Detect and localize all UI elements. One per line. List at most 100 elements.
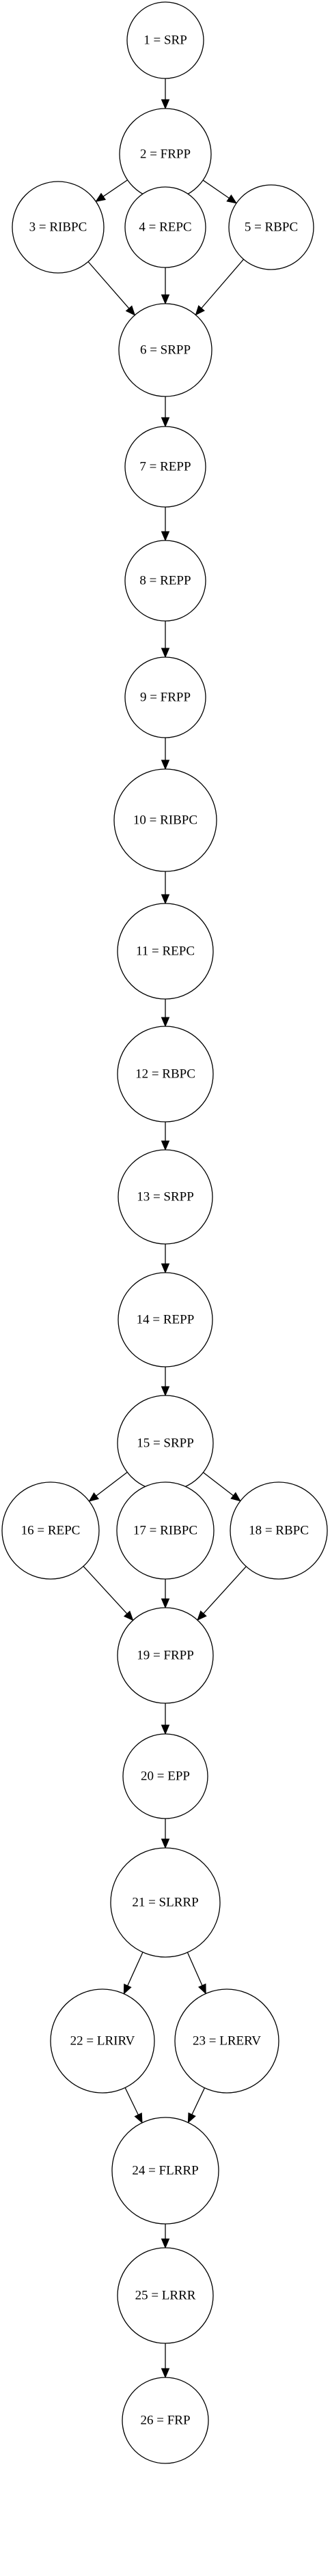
node-label: 9 = FRPP xyxy=(140,691,191,705)
node-circle xyxy=(118,1149,213,1245)
edge-1-to-2 xyxy=(161,78,170,110)
edge-7-to-8 xyxy=(161,507,170,542)
arrowhead-icon xyxy=(161,99,170,110)
arrowhead-icon xyxy=(161,1263,170,1274)
node-5: 5 = RBPC xyxy=(228,184,314,270)
edge-line xyxy=(127,1952,143,1986)
edge-9-to-10 xyxy=(161,738,170,770)
edge-20-to-21 xyxy=(161,1819,170,1849)
node-label: 2 = FRPP xyxy=(140,147,191,162)
node-label: 24 = FLRRP xyxy=(132,2164,198,2178)
arrowhead-icon xyxy=(161,531,170,542)
arrowhead-icon xyxy=(88,1492,100,1502)
node-label: 21 = SLRRP xyxy=(132,1896,198,1910)
node-label: 18 = RBPC xyxy=(249,1524,309,1538)
edge-24-to-25 xyxy=(161,2224,170,2249)
edge-3-to-6 xyxy=(87,261,136,316)
edge-25-to-26 xyxy=(161,2343,170,2379)
edge-line xyxy=(203,1472,234,1496)
node-4: 4 = REPC xyxy=(124,186,206,268)
node-11: 11 = REPC xyxy=(117,903,214,1000)
node-circle xyxy=(174,1988,279,2094)
node-circle xyxy=(117,1026,214,1123)
edge-11-to-12 xyxy=(161,999,170,1028)
node-circle xyxy=(118,303,212,397)
arrowhead-icon xyxy=(123,1983,132,1995)
arrowhead-icon xyxy=(161,294,170,305)
arrowhead-icon xyxy=(95,192,107,202)
node-7: 7 = REPP xyxy=(124,426,206,508)
node-20: 20 = EPP xyxy=(122,1733,208,1819)
edge-line xyxy=(201,259,245,309)
node-circle xyxy=(230,1481,328,1580)
edge-15-to-18 xyxy=(203,1472,241,1502)
node-label: 6 = SRPP xyxy=(140,343,191,358)
node-circle xyxy=(228,184,314,270)
arrowhead-icon xyxy=(161,1017,170,1028)
edge-line xyxy=(203,1566,247,1614)
arrowhead-icon xyxy=(187,2112,196,2124)
node-label: 7 = REPP xyxy=(139,460,191,474)
node-label: 23 = LRERV xyxy=(193,2034,261,2049)
node-18: 18 = RBPC xyxy=(230,1481,328,1580)
node-circle xyxy=(111,2117,219,2225)
node-label: 19 = FRPP xyxy=(137,1649,194,1663)
edge-6-to-7 xyxy=(161,396,170,428)
edge-5-to-6 xyxy=(195,259,245,316)
edges-layer xyxy=(83,78,247,2379)
arrowhead-icon xyxy=(161,1140,170,1151)
node-10: 10 = RIBPC xyxy=(113,768,217,872)
node-17: 17 = RIBPC xyxy=(116,1481,215,1580)
edge-21-to-23 xyxy=(187,1952,206,1995)
edge-14-to-15 xyxy=(161,1367,170,1397)
edge-13-to-14 xyxy=(161,1244,170,1274)
arrowhead-icon xyxy=(197,1610,207,1621)
node-14: 14 = REPP xyxy=(118,1272,213,1367)
node-circle xyxy=(126,1,204,79)
edge-8-to-9 xyxy=(161,621,170,659)
arrowhead-icon xyxy=(198,1983,206,1995)
node-circle xyxy=(12,181,105,274)
node-label: 5 = RBPC xyxy=(245,220,298,235)
node-12: 12 = RBPC xyxy=(117,1026,214,1123)
arrowhead-icon xyxy=(134,2112,143,2124)
node-2: 2 = FRPP xyxy=(119,108,212,201)
edge-line xyxy=(83,1565,128,1615)
arrowhead-icon xyxy=(161,1724,170,1735)
node-circle xyxy=(118,1272,213,1367)
node-16: 16 = REPC xyxy=(1,1481,100,1580)
node-circle xyxy=(124,656,206,738)
node-26: 26 = FRP xyxy=(122,2377,209,2464)
edge-line xyxy=(202,179,230,199)
node-label: 25 = LRRR xyxy=(135,2289,196,2303)
edge-19-to-20 xyxy=(161,1703,170,1735)
node-label: 26 = FRP xyxy=(140,2414,190,2428)
arrowhead-icon xyxy=(226,194,238,204)
node-label: 16 = REPC xyxy=(21,1524,81,1538)
node-circle xyxy=(117,1607,214,1704)
node-label: 20 = EPP xyxy=(141,1769,190,1784)
edge-2-to-5 xyxy=(202,179,238,204)
node-circle xyxy=(124,186,206,268)
node-15: 15 = SRPP xyxy=(117,1395,214,1492)
arrowhead-icon xyxy=(195,305,205,316)
arrowhead-icon xyxy=(161,648,170,659)
arrowhead-icon xyxy=(161,1598,170,1609)
arrowhead-icon xyxy=(161,1838,170,1849)
node-label: 3 = RIBPC xyxy=(29,220,87,235)
arrowhead-icon xyxy=(125,305,136,316)
edge-line xyxy=(96,1471,128,1496)
node-8: 8 = REPP xyxy=(124,540,206,622)
edge-22-to-24 xyxy=(124,2087,143,2124)
edge-line xyxy=(124,2087,139,2115)
arrowhead-icon xyxy=(230,1492,241,1502)
node-9: 9 = FRPP xyxy=(124,656,206,738)
node-label: 22 = LRIRV xyxy=(70,2034,135,2049)
node-label: 1 = SRP xyxy=(143,33,187,48)
edge-line xyxy=(187,1952,203,1986)
node-circle xyxy=(117,2247,214,2344)
node-24: 24 = FLRRP xyxy=(111,2117,219,2225)
node-3: 3 = RIBPC xyxy=(12,181,105,274)
node-1: 1 = SRP xyxy=(126,1,204,79)
